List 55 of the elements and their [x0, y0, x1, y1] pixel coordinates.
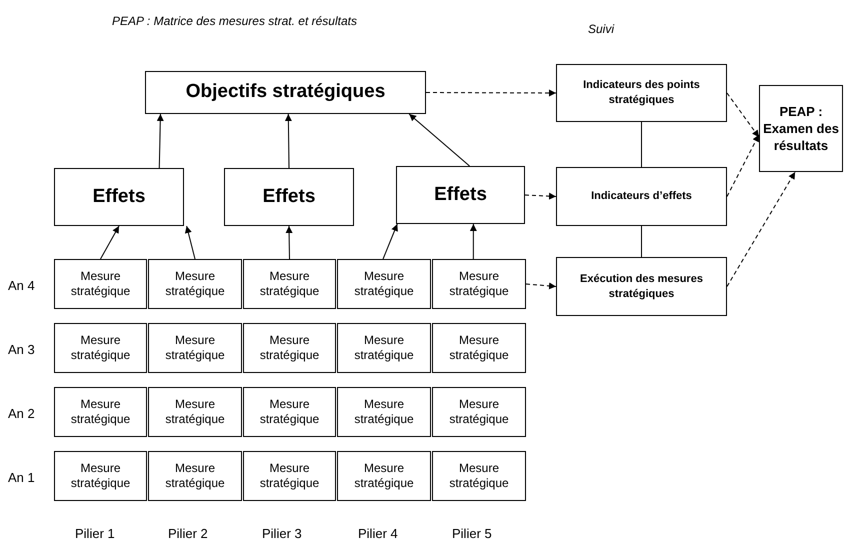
axis-label: An 2: [8, 405, 35, 423]
arrow: [726, 92, 760, 138]
cell-box: Mesure stratégique: [148, 451, 242, 501]
box: Indicateurs d’effets: [556, 167, 727, 226]
box: Effets: [396, 166, 525, 224]
arrow: [382, 224, 398, 260]
cell-box: Mesure stratégique: [432, 451, 526, 501]
title: PEAP : Matrice des mesures strat. et résultats: [112, 13, 357, 30]
cell-box: Mesure stratégique: [54, 259, 147, 309]
arrow: [284, 114, 292, 168]
axis-label: An 4: [8, 277, 35, 295]
cell-box: Mesure stratégique: [54, 387, 147, 437]
box: Exécution des mesures stratégiques: [556, 257, 727, 316]
axis-label: An 1: [8, 469, 35, 487]
axis-label: Pilier 1: [75, 525, 115, 542]
axis-label: Pilier 3: [262, 525, 302, 542]
arrow: [426, 89, 556, 96]
box: Objectifs stratégiques: [145, 71, 426, 114]
cell-box: Mesure stratégique: [432, 387, 526, 437]
axis-label: Pilier 4: [358, 525, 398, 542]
column-heading: Suivi: [588, 21, 614, 38]
cell-box: Mesure stratégique: [243, 451, 336, 501]
cell-box: Mesure stratégique: [54, 323, 147, 373]
cell-box: Mesure stratégique: [243, 259, 336, 309]
arrow: [726, 172, 796, 287]
cell-box: Mesure stratégique: [432, 259, 526, 309]
cell-box: Mesure stratégique: [432, 323, 526, 373]
arrow: [184, 226, 196, 260]
arrow: [156, 114, 164, 168]
arrow: [524, 192, 556, 200]
cell-box: Mesure stratégique: [243, 387, 336, 437]
cell-box: Mesure stratégique: [243, 323, 336, 373]
box: Effets: [224, 168, 354, 226]
cell-box: Mesure stratégique: [337, 259, 431, 309]
cell-box: Mesure stratégique: [54, 451, 147, 501]
box: Effets: [54, 168, 184, 226]
cell-box: Mesure stratégique: [337, 323, 431, 373]
axis-label: Pilier 2: [168, 525, 208, 542]
box: PEAP : Examen des résultats: [759, 85, 843, 172]
cell-box: Mesure stratégique: [337, 451, 431, 501]
cell-box: Mesure stratégique: [148, 323, 242, 373]
box: Indicateurs des points stratégiques: [556, 64, 727, 122]
arrow: [408, 114, 470, 166]
arrow: [526, 282, 556, 290]
cell-box: Mesure stratégique: [148, 387, 242, 437]
axis-label: Pilier 5: [452, 525, 492, 542]
axis-label: An 3: [8, 341, 35, 359]
connector-line: [641, 122, 642, 168]
arrow: [470, 224, 477, 260]
arrow: [726, 134, 760, 197]
connector-line: [641, 226, 642, 258]
cell-box: Mesure stratégique: [337, 387, 431, 437]
arrow: [100, 226, 120, 260]
arrow: [286, 226, 293, 260]
cell-box: Mesure stratégique: [148, 259, 242, 309]
